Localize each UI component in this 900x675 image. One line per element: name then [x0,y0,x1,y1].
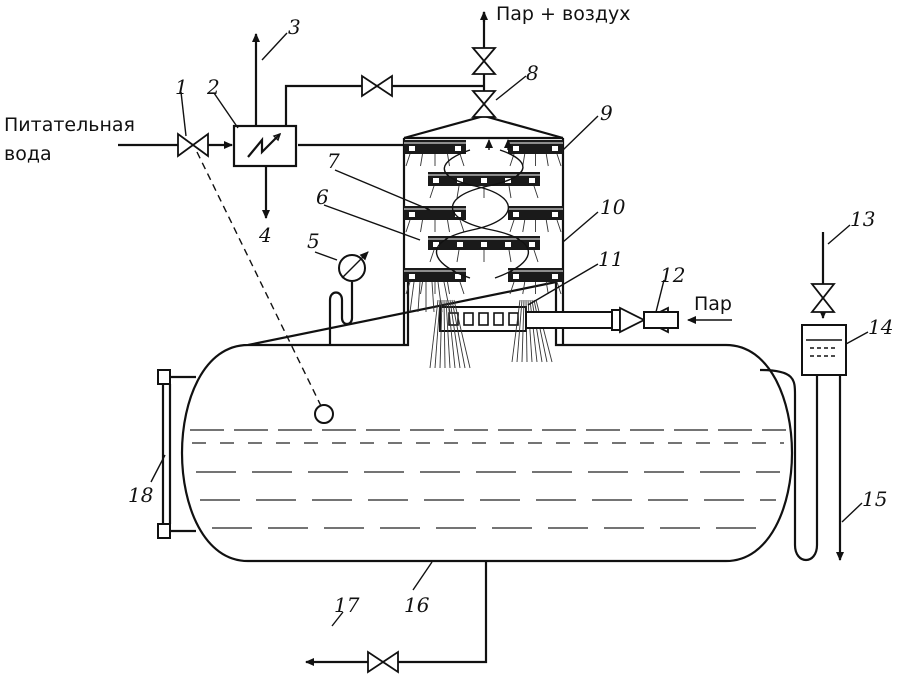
storage-tank [180,280,794,563]
pressure-gauge [328,251,369,345]
tray-1 [404,140,466,167]
callout-16: 16 [404,593,430,617]
callout-1: 1 [175,75,188,99]
callout-5: 5 [307,229,320,253]
water-gauge-glass [157,369,196,539]
callout-4: 4 [258,223,272,247]
steam-inlet-pipe [525,306,732,334]
callout-10: 10 [600,195,626,219]
callout-7: 7 [327,149,340,173]
vent-cooler [232,33,298,219]
callout-6: 6 [316,185,329,209]
callout-9: 9 [600,101,613,125]
tray-2 [508,140,563,167]
tray-7 [404,268,466,295]
tray-8 [508,268,563,295]
tray-3 [428,172,540,199]
leader-lines [150,32,869,627]
hydraulic-seal [759,232,847,562]
feed-water-line [118,132,404,158]
callout-13: 13 [850,207,875,231]
tray-5 [508,206,563,233]
steam-label: Пар [694,293,732,315]
steam-air-label: Пар + воздух [496,3,631,25]
level-control-line [196,151,334,424]
callout-2: 2 [206,75,220,99]
distributor-spray [409,281,553,369]
tray-4 [404,206,466,233]
drain-line [305,561,488,674]
cooler-vent-line [284,74,484,130]
callout-18: 18 [128,483,153,507]
steam-flow-curves [436,139,529,279]
feed-water-label-line2: вода [4,143,52,165]
callout-11: 11 [598,247,623,271]
callout-17: 17 [334,593,360,617]
callout-15: 15 [862,487,887,511]
feed-water-label-line1: Питательная [4,114,135,136]
callout-3: 3 [288,15,301,39]
water-level [190,429,786,529]
callout-12: 12 [660,263,685,287]
callout-14: 14 [868,315,893,339]
trays [404,140,563,295]
callout-8: 8 [526,61,539,85]
vent-line [471,11,497,118]
